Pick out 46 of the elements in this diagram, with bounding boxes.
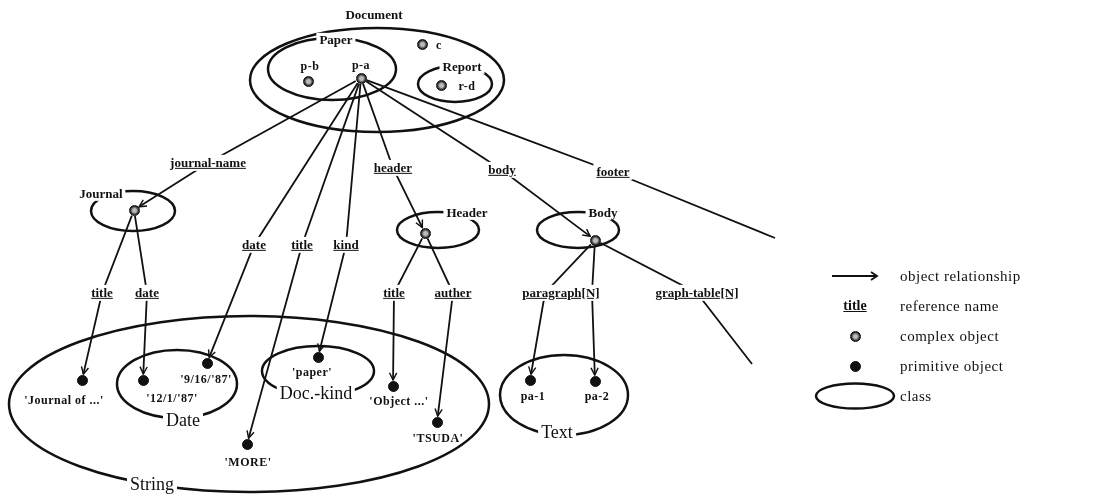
reference-name: body: [485, 161, 519, 179]
reference-name: title: [380, 284, 408, 302]
object-label: 'Object ...': [369, 395, 429, 407]
arrow: [246, 82, 360, 440]
reference-name: journal-name: [167, 154, 249, 172]
arrow: [317, 83, 362, 353]
reference-name: title: [88, 284, 116, 302]
arrow: [134, 215, 148, 375]
arrow: [528, 243, 592, 375]
class-label: String: [127, 475, 177, 495]
reference-name: auther: [431, 284, 475, 302]
arrow: [207, 82, 359, 359]
object-label: 'Journal of ...': [24, 394, 104, 406]
legend-label: class: [900, 387, 933, 405]
reference-name: footer: [593, 163, 633, 181]
object-label: 'paper': [291, 366, 333, 378]
legend-label: object relationship: [900, 267, 1021, 285]
object-label: pa-2: [584, 390, 610, 402]
reference-name: title: [288, 236, 316, 254]
object-label: p-a: [351, 59, 371, 71]
legend-label: complex object: [900, 327, 1001, 345]
reference-name: header: [370, 159, 416, 177]
class-label: Paper: [316, 32, 356, 48]
arrow: [80, 214, 133, 376]
object-label: pa-1: [520, 390, 546, 402]
class-label: Journal: [76, 186, 126, 202]
arrow: [362, 82, 424, 229]
legend-label: reference name: [900, 297, 1000, 315]
arrow: [426, 237, 454, 417]
arrow: [388, 237, 424, 381]
legend-label: primitive object: [900, 357, 1005, 375]
class-label: Body: [585, 205, 621, 221]
object-label: c: [436, 39, 442, 51]
object-label: '9/16/'87': [180, 373, 232, 385]
object-label: r-d: [458, 80, 476, 92]
arrow: [365, 80, 592, 238]
reference-name: kind: [330, 236, 362, 254]
class-label: Header: [443, 205, 491, 221]
connector-line: [365, 79, 776, 239]
object-label: '12/1/'87': [146, 392, 198, 404]
object-label: p-b: [300, 60, 320, 72]
object-label: 'MORE': [224, 456, 272, 468]
reference-name: date: [239, 236, 269, 254]
reference-name: date: [132, 284, 162, 302]
object-label: 'TSUDA': [412, 432, 464, 444]
reference-name-sample: title: [843, 298, 867, 314]
